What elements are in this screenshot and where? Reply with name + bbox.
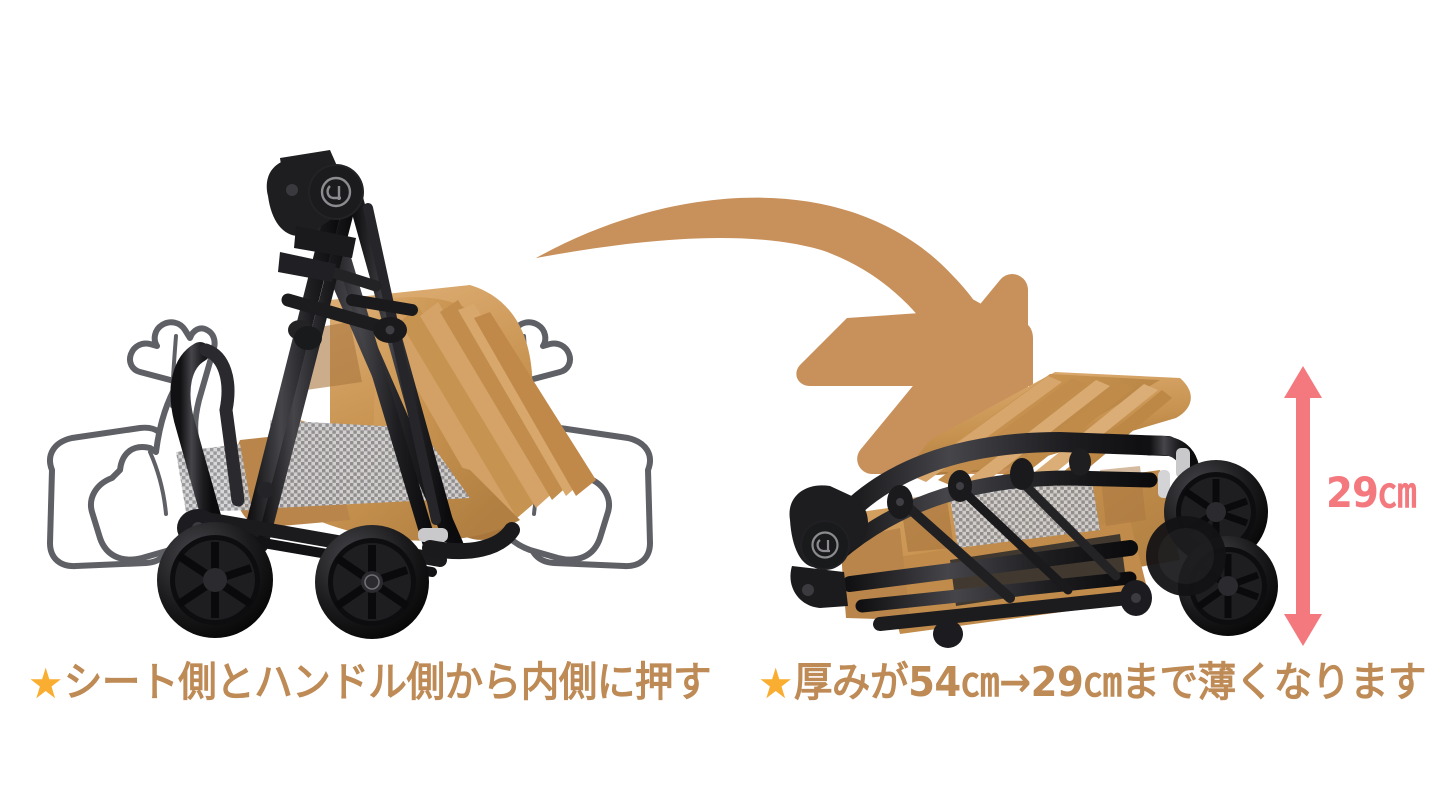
- top-hinge-cluster: [266, 157, 364, 282]
- star-icon: ★: [28, 659, 63, 708]
- measurement-label: 29㎝: [1326, 472, 1417, 514]
- caption-left: ★シート側とハンドル側から内側に押す: [28, 659, 712, 708]
- wheel-lower-right: [1178, 536, 1278, 636]
- cybex-logo-icon: [364, 574, 380, 590]
- star-icon: ★: [758, 659, 793, 708]
- caption-left-text: シート側とハンドル側から内側に押す: [63, 658, 712, 706]
- double-headed-arrow-icon: [1284, 366, 1322, 646]
- stroller-right-graphic: [789, 372, 1278, 648]
- wheel-rear: [315, 525, 429, 639]
- caption-right-text: 厚みが54㎝→29㎝まで薄くなります: [793, 658, 1427, 706]
- wheel-hidden-right: [1146, 516, 1226, 596]
- measurement-value: 29㎝: [1326, 468, 1417, 517]
- cybex-logo-icon: [320, 176, 352, 208]
- wheel-front: [157, 522, 273, 638]
- end-hinge-cluster: [789, 485, 868, 608]
- cybex-logo-icon: [811, 531, 839, 559]
- stroller-left-graphic: [157, 150, 596, 639]
- caption-right: ★厚みが54㎝→29㎝まで薄くなります: [758, 662, 1426, 705]
